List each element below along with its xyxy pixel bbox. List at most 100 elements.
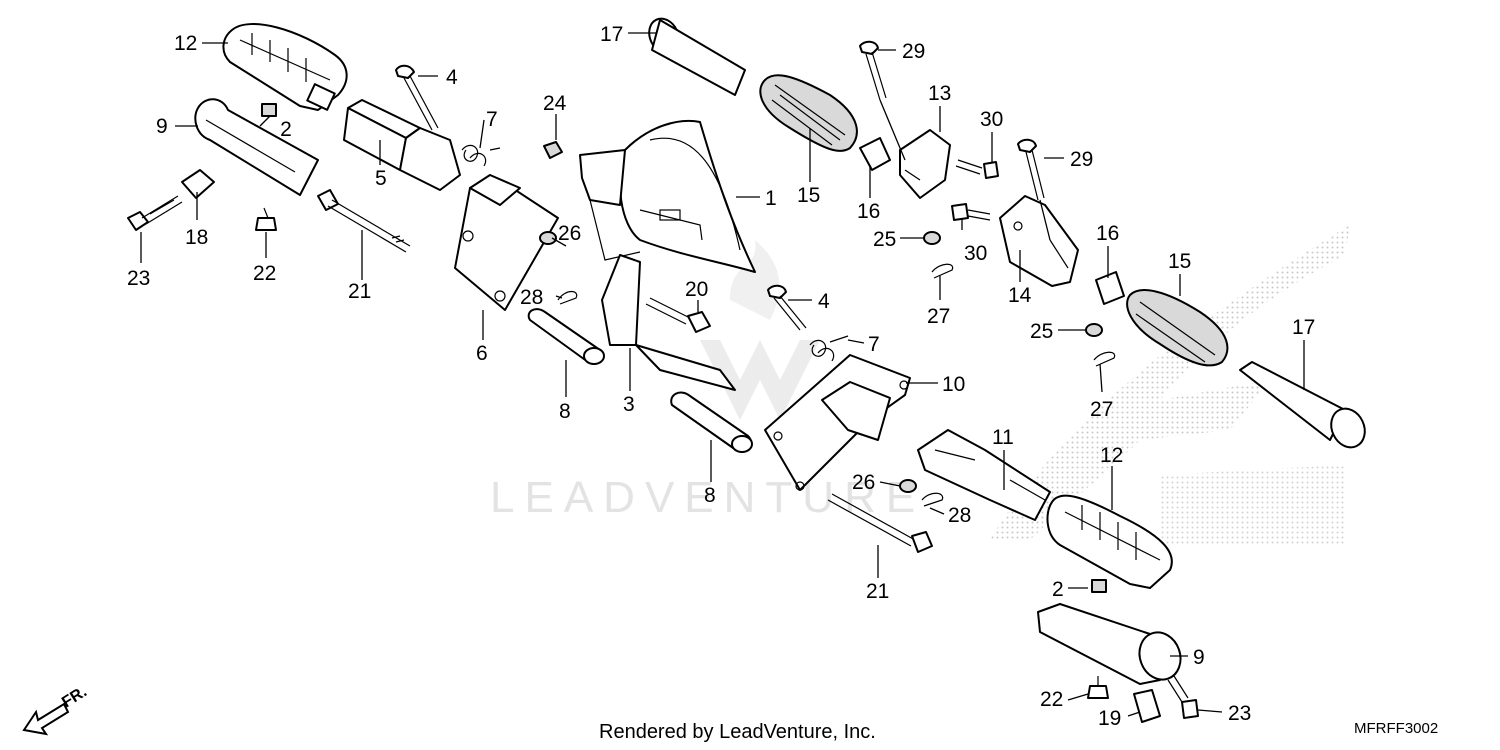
callout-26: 26: [558, 222, 581, 245]
part-4-pin: [395, 64, 439, 131]
callout-29: 29: [902, 40, 925, 63]
part-13-bracket: [899, 129, 951, 199]
callout-24: 24: [543, 92, 567, 115]
callout-7: 7: [486, 108, 498, 131]
callout-labels: 12 2 9 4 7 5 18 23 22 21 24 17 15 1 6 26…: [127, 23, 1315, 730]
callout-25-lower: 25: [1030, 320, 1053, 343]
part-25-washer-lower: [1085, 323, 1103, 337]
callout-23: 23: [127, 267, 150, 290]
callout-8: 8: [559, 400, 571, 423]
callout-9: 9: [156, 115, 168, 138]
callout-22-lower: 22: [1040, 688, 1063, 711]
part-16-washer-lower: [1095, 271, 1125, 305]
callout-13: 13: [928, 82, 951, 105]
part-guard-bracket: [579, 149, 641, 261]
part-10-mounting-plate: [764, 354, 911, 491]
callout-23-lower: 23: [1228, 702, 1251, 725]
callout-30: 30: [980, 108, 1003, 131]
part-19-collar: [1133, 689, 1161, 723]
part-7-spring: [461, 144, 501, 167]
part-8-collar-upper: [527, 308, 605, 365]
callout-11: 11: [992, 426, 1014, 449]
callout-27: 27: [927, 305, 950, 328]
part-15-grip-sleeve-upper: [759, 74, 858, 152]
callout-2-lower: 2: [1052, 578, 1064, 601]
callout-14: 14: [1008, 284, 1032, 307]
part-25-washer-upper: [923, 231, 941, 245]
part-17-pivot-shaft-upper: [648, 17, 746, 96]
part-4-pin-center: [767, 284, 807, 331]
callout-30-lower: 30: [964, 242, 987, 265]
callout-4: 4: [446, 66, 458, 89]
callout-21: 21: [348, 280, 371, 303]
part-9-peg-cover: [194, 98, 319, 196]
callout-18: 18: [185, 226, 208, 249]
callout-10: 10: [942, 373, 965, 396]
part-29-pin-upper: [859, 40, 887, 101]
part-22-screw-lower: [1087, 676, 1109, 699]
part-28-clip-center: [921, 492, 944, 507]
part-14-bracket: [999, 195, 1079, 287]
callout-15-lower: 15: [1168, 250, 1191, 273]
part-2-rubber-bushing-lower: [1091, 579, 1107, 593]
part-26-washer-center: [899, 479, 917, 493]
callout-19: 19: [1098, 707, 1121, 730]
wing-logo-watermark: [990, 225, 1350, 545]
callout-15: 15: [797, 184, 820, 207]
part-9-peg-cover-lower: [1037, 603, 1182, 685]
part-11-peg-arm: [917, 429, 1051, 521]
callout-3: 3: [623, 393, 635, 416]
part-27-cotter-pin-lower: [1093, 351, 1116, 367]
part-3-bracket: [601, 254, 736, 391]
front-arrow-icon: [22, 702, 70, 736]
part-28-clip: [557, 290, 578, 305]
callout-9-lower: 9: [1193, 646, 1205, 669]
part-12-peg-rubber-lower: [1046, 494, 1173, 589]
callout-22: 22: [253, 262, 276, 285]
part-26-washer: [539, 231, 557, 245]
part-7-spring-center: [809, 335, 849, 362]
callout-8-lower: 8: [704, 484, 716, 507]
callout-1: 1: [765, 187, 777, 210]
callout-25: 25: [873, 228, 896, 251]
part-29-pin-lower: [1017, 138, 1045, 201]
part-20-bolt: [645, 297, 711, 333]
callout-21-lower: 21: [866, 580, 889, 603]
callout-7-center: 7: [868, 333, 880, 356]
callout-28: 28: [520, 286, 543, 309]
callout-12: 12: [174, 32, 197, 55]
part-27-cotter-pin-upper: [931, 263, 954, 279]
front-direction-indicator: FR.: [22, 683, 90, 736]
callout-26-lower: 26: [852, 471, 875, 494]
part-1-heel-guard: [619, 119, 756, 273]
diagram-code: MFRFF3002: [1354, 720, 1438, 737]
leader-lines: [140, 32, 1305, 717]
part-30-bolt-upper: [955, 159, 999, 179]
part-8-collar-lower: [670, 391, 753, 453]
callout-27-lower: 27: [1090, 398, 1113, 421]
part-24-nut: [543, 141, 563, 159]
part-12-peg-rubber: [222, 23, 348, 111]
callout-28-lower: 28: [948, 504, 971, 527]
part-22-screw: [255, 207, 277, 231]
part-18-collar: [181, 169, 215, 199]
leadventure-emblem-watermark: [700, 240, 820, 420]
part-23-bolt-lower: [1167, 675, 1199, 719]
watermark-text: LEADVENTURE: [490, 473, 925, 522]
callout-12-lower: 12: [1100, 444, 1123, 467]
callout-17: 17: [600, 23, 623, 46]
callout-4-center: 4: [818, 290, 830, 313]
callout-16: 16: [857, 200, 880, 223]
part-16-washer-upper: [859, 137, 891, 171]
part-15-grip-sleeve-lower: [1126, 289, 1229, 367]
footer-rendered-by: Rendered by LeadVenture, Inc.: [599, 721, 876, 743]
part-21-long-bolt-center: [827, 493, 933, 553]
callout-2: 2: [280, 118, 292, 141]
part-23-bolt: [127, 195, 183, 231]
callout-20: 20: [685, 278, 708, 301]
part-2-rubber-bushing: [261, 103, 277, 117]
part-6-mounting-plate: [454, 174, 559, 311]
callout-17-lower: 17: [1292, 316, 1315, 339]
